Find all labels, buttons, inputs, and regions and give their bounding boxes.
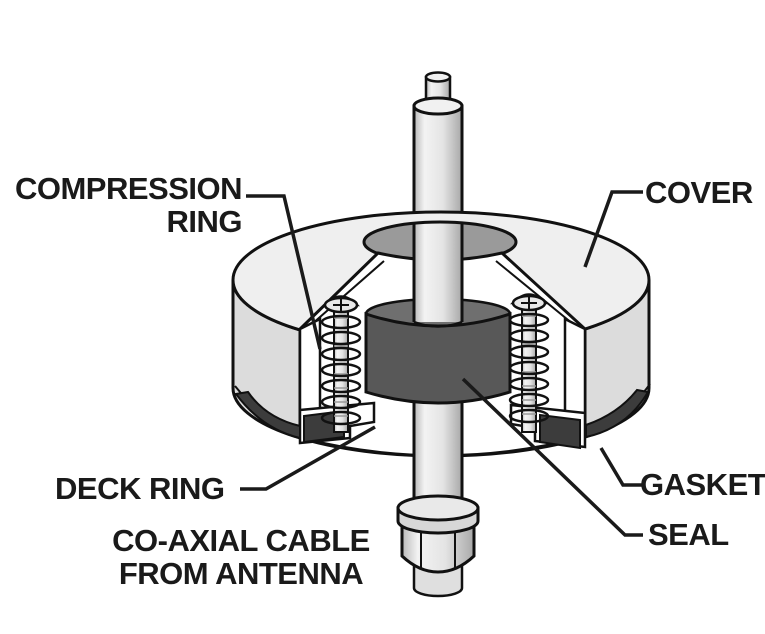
- nut-tip: [412, 564, 464, 598]
- coax-cable-text-line1: CO-AXIAL CABLE: [112, 523, 370, 558]
- cable-connector-nut: [396, 494, 480, 598]
- compression-ring-text-line2: RING: [166, 204, 243, 240]
- spring-coils-left: [320, 314, 362, 426]
- label-gasket: GASKET: [640, 467, 765, 502]
- screw-slot-left: [333, 299, 349, 311]
- seal-cable-junction: [413, 320, 463, 328]
- cable-tip-cap: [424, 71, 452, 83]
- label-compression-ring: COMPRESSION RING: [0, 171, 243, 240]
- gasket-right: [585, 388, 650, 439]
- nut-flange-top: [396, 494, 480, 522]
- label-seal: SEAL: [648, 517, 729, 552]
- cut-thickness-lines: [311, 260, 574, 325]
- leader-gasket: [599, 447, 644, 487]
- coax-cable-mid: [412, 254, 464, 328]
- coax-cable-top: [412, 71, 464, 272]
- label-deck-ring: DECK RING: [55, 471, 225, 506]
- gasket-left: [234, 390, 301, 440]
- coax-cable-lower: [412, 392, 464, 512]
- gasket-band-left: [234, 385, 301, 440]
- leader-compression-ring: [246, 194, 322, 350]
- leader-lines: [240, 190, 644, 537]
- compression-spring-left: [320, 295, 362, 433]
- label-coax-cable: CO-AXIAL CABLE FROM ANTENNA: [95, 524, 387, 590]
- gasket-inner-right: [539, 413, 581, 450]
- coax-cable-text-line2: FROM ANTENNA: [118, 556, 364, 592]
- nut-hex-facets: [420, 530, 456, 569]
- leader-deck-ring: [240, 425, 376, 491]
- cable-shoulder-cap: [412, 96, 464, 116]
- leader-cover: [583, 190, 643, 268]
- gasket-band-right: [585, 383, 651, 439]
- screw-shaft-right: [521, 303, 537, 433]
- label-cover: COVER: [645, 175, 753, 210]
- leader-seal: [461, 377, 643, 537]
- compression-ring-text-line1: COMPRESSION: [14, 171, 243, 206]
- compression-spring-right: [508, 293, 550, 433]
- screw-slot-right: [521, 297, 537, 309]
- seal-body: [364, 311, 512, 405]
